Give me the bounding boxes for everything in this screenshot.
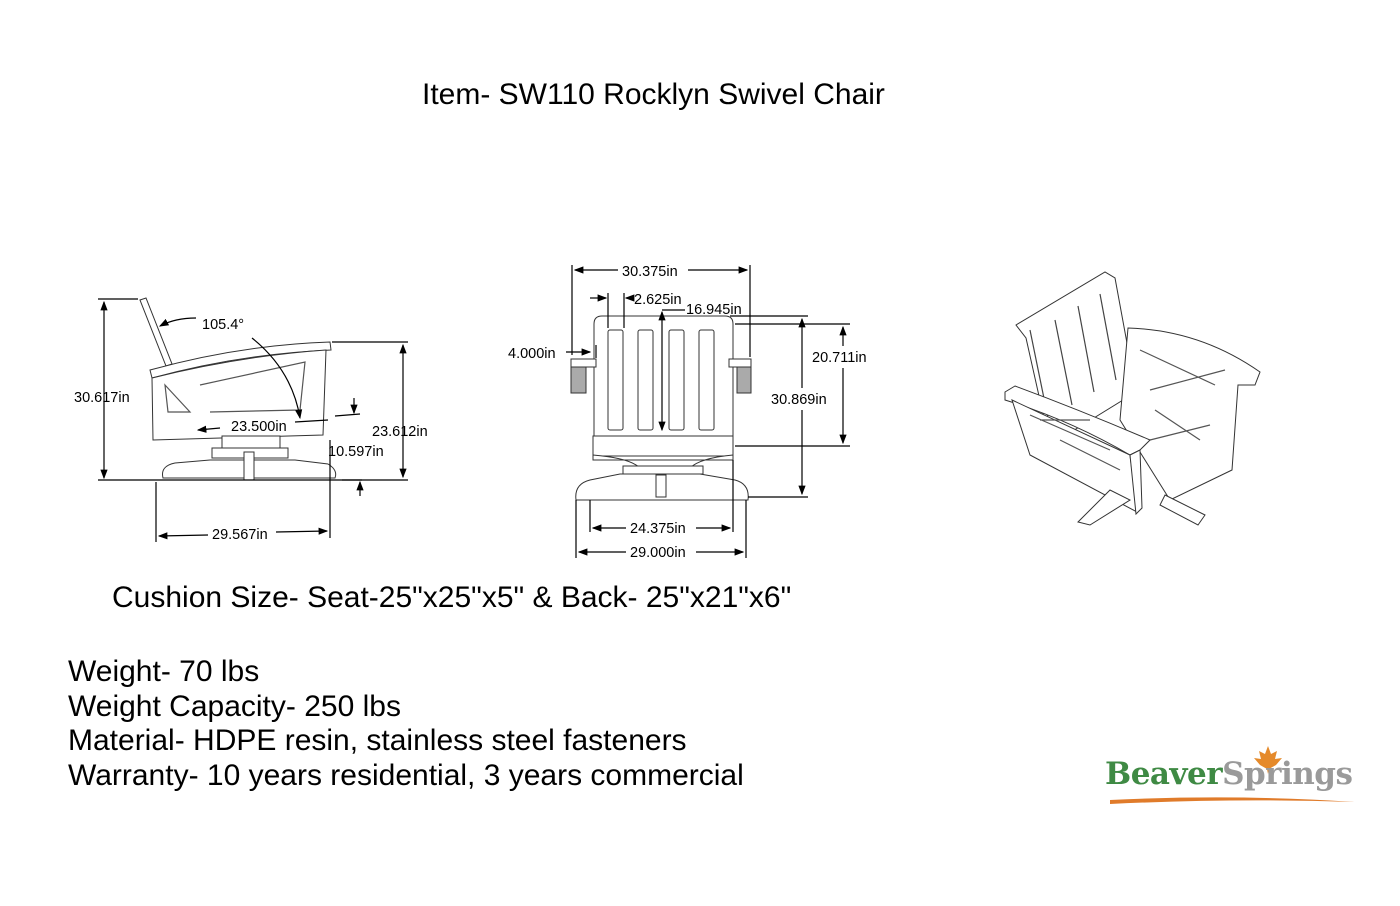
front-overall-height-label: 30.869in xyxy=(771,392,827,408)
back-height-label: 20.711in xyxy=(812,350,867,366)
seat-height-label: 10.597in xyxy=(328,444,384,460)
side-view-drawing: 105.4° 30.617in 23.500in 23.612in 10.597… xyxy=(74,297,428,543)
overall-depth-label: 29.567in xyxy=(212,527,268,543)
arm-width-label: 4.000in xyxy=(508,346,556,362)
spec-material: Material- HDPE resin, stainless steel fa… xyxy=(68,724,687,757)
spec-weight: Weight- 70 lbs xyxy=(68,655,260,688)
logo-beaver: Beaver xyxy=(1105,756,1223,792)
logo-springs: Springs xyxy=(1222,756,1353,792)
inner-width-label: 24.375in xyxy=(630,521,686,537)
angle-label: 105.4° xyxy=(202,317,244,333)
spec-weight-capacity: Weight Capacity- 250 lbs xyxy=(68,690,401,723)
isometric-view-drawing xyxy=(1004,271,1261,526)
beaver-springs-logo: BeaverSprings xyxy=(1105,742,1355,804)
overall-height-label: 30.617in xyxy=(74,390,130,406)
front-view-drawing: 30.375in 2.625in 16.945in 4.000in 20.711… xyxy=(508,264,867,561)
seat-depth-label: 23.500in xyxy=(231,419,287,435)
arm-height-label: 23.612in xyxy=(372,424,428,440)
page-title: Item- SW110 Rocklyn Swivel Chair xyxy=(422,78,885,111)
spec-warranty: Warranty- 10 years residential, 3 years … xyxy=(68,759,744,792)
base-width-label: 29.000in xyxy=(630,545,686,561)
cushion-size-text: Cushion Size- Seat-25"x25"x5" & Back- 25… xyxy=(112,581,792,614)
maple-leaf-icon xyxy=(1110,746,1355,804)
slat-height-label: 16.945in xyxy=(686,302,742,318)
slat-width-label: 2.625in xyxy=(634,292,682,308)
overall-width-label: 30.375in xyxy=(622,264,678,280)
